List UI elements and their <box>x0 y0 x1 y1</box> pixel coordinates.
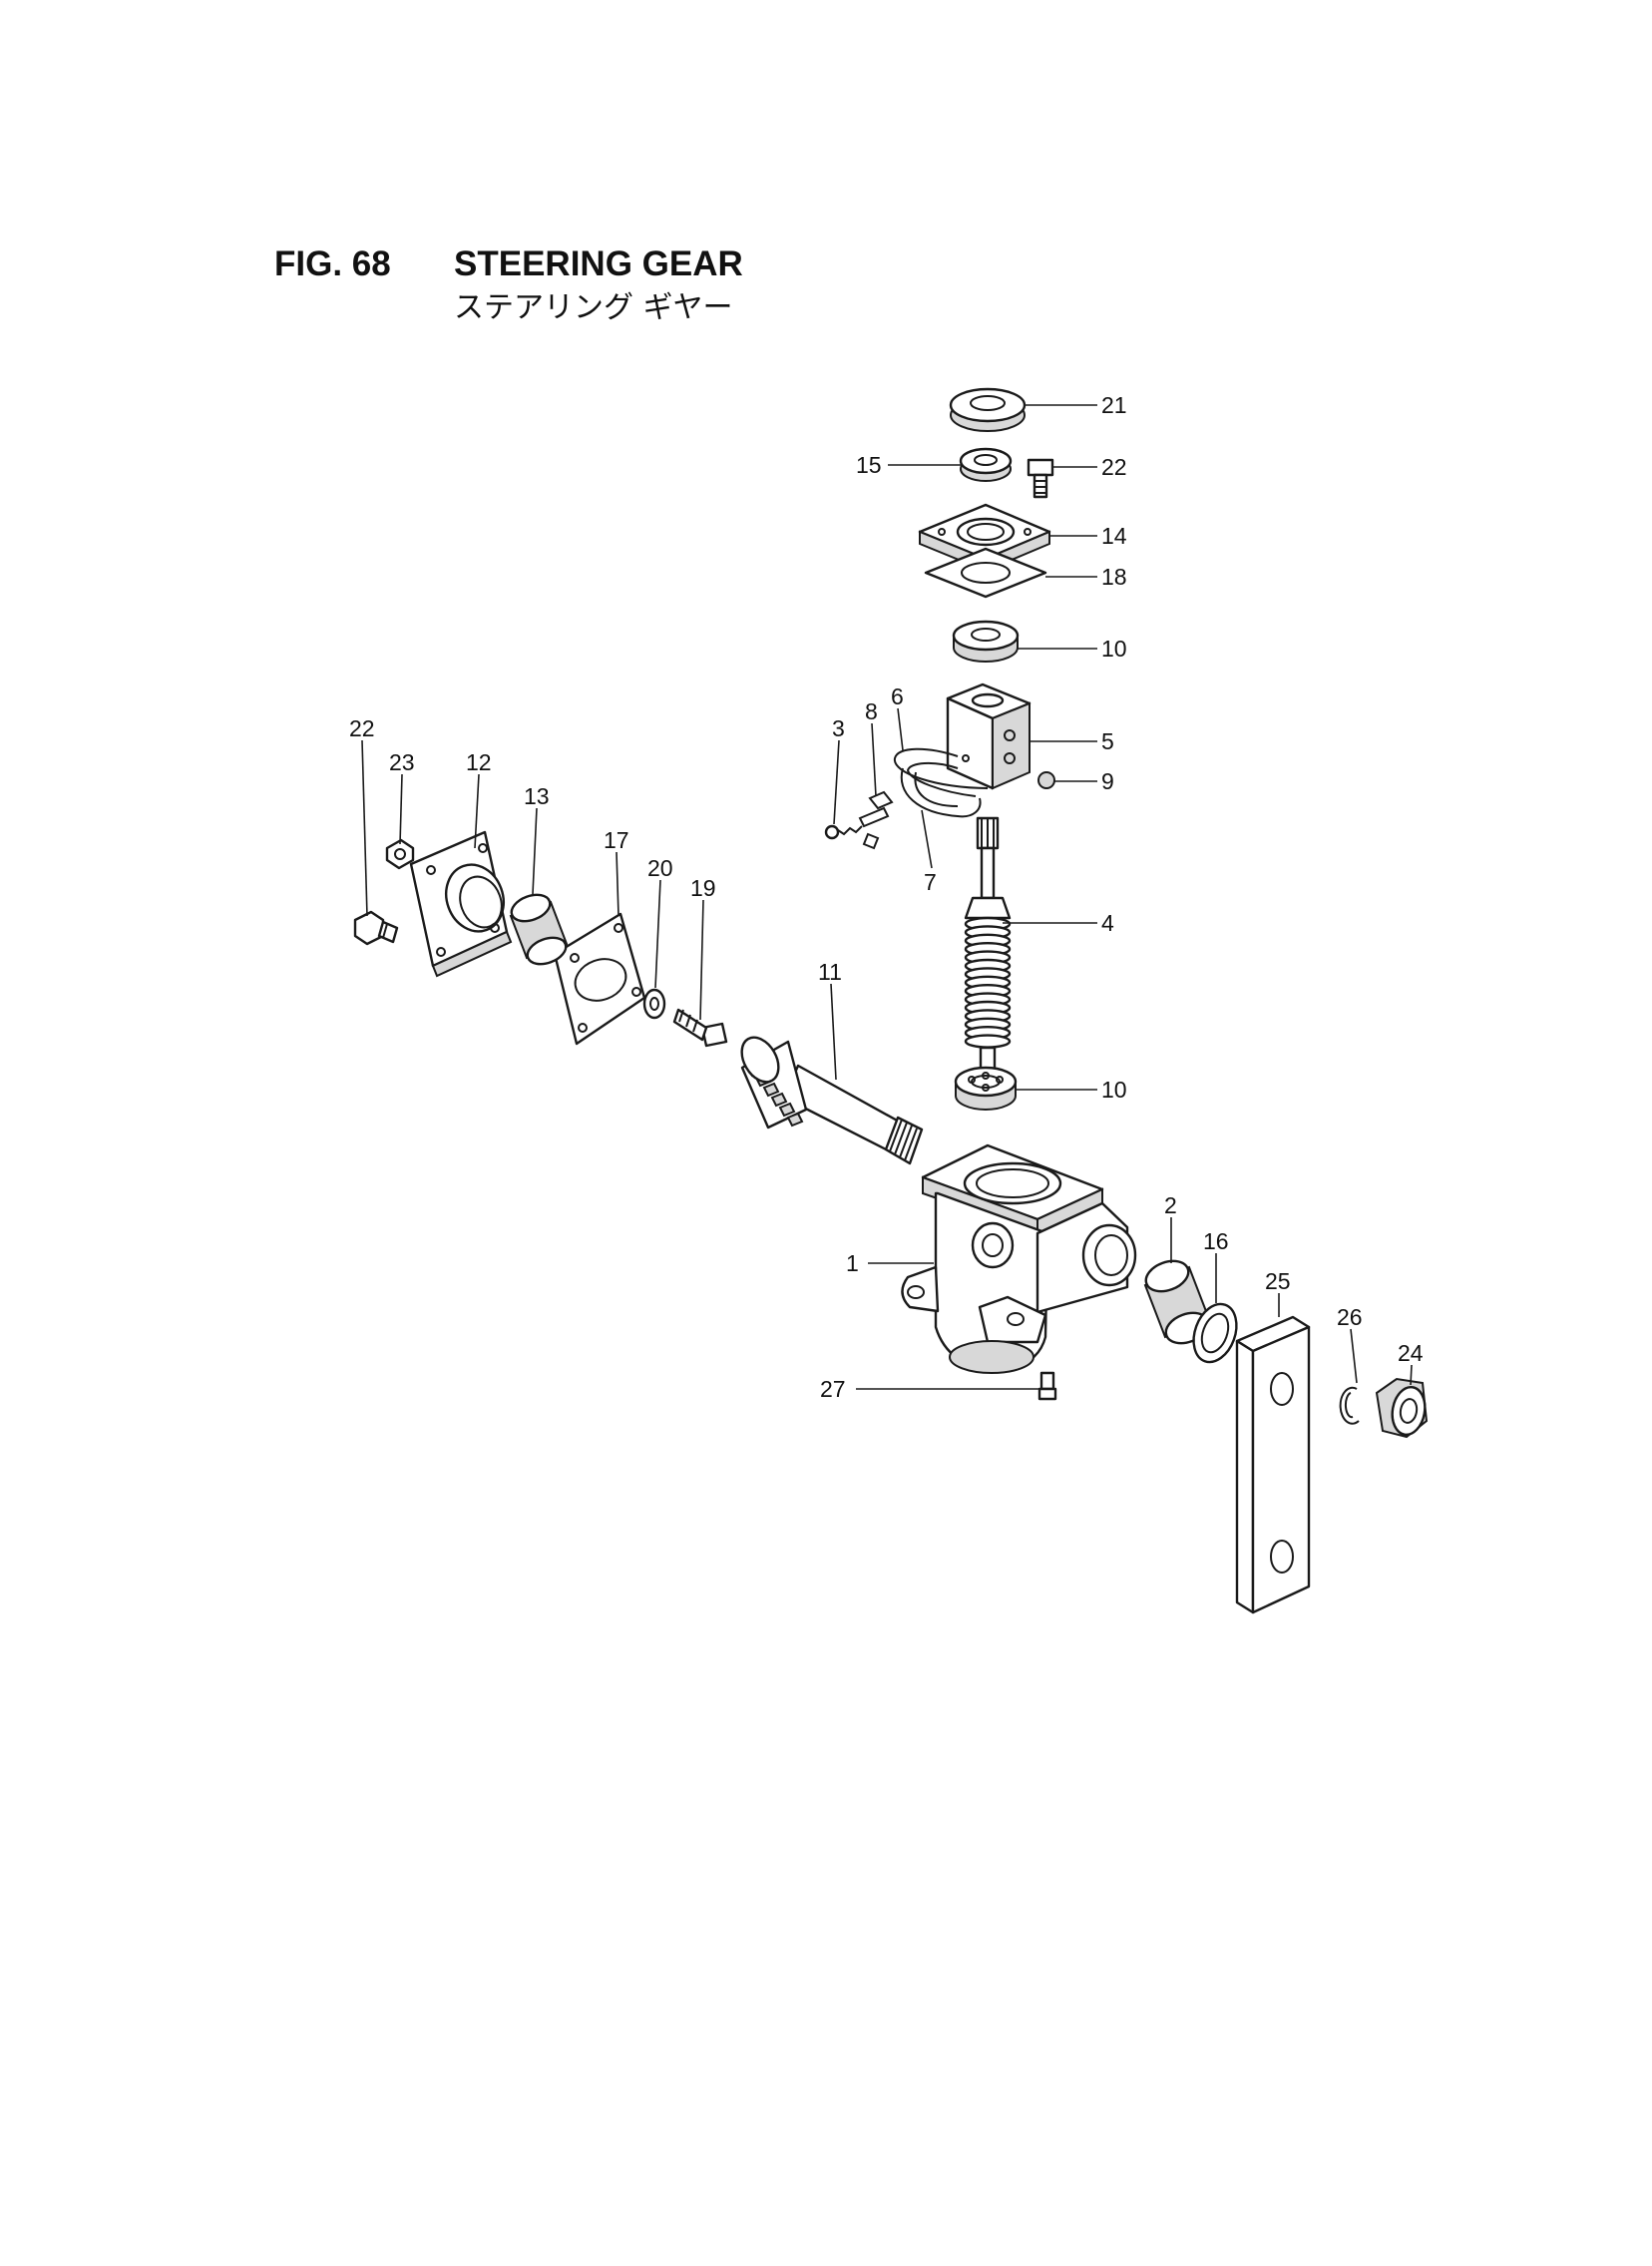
part-24-nut <box>1375 1377 1429 1439</box>
part-16-oil-seal <box>1192 1302 1238 1364</box>
part-9-steel-ball <box>1037 771 1055 789</box>
callout-2: 2 <box>1164 1192 1177 1218</box>
part-22-bolt-lower <box>353 910 399 946</box>
part-23-nut <box>385 838 415 870</box>
callout-5: 5 <box>1101 728 1114 754</box>
part-15-oil-seal <box>959 447 1013 482</box>
part-18-gasket <box>924 547 1047 599</box>
figure-title-japanese: ステアリング ギヤー <box>454 290 733 325</box>
figure-number: FIG. 68 <box>274 244 391 283</box>
callout-7: 7 <box>924 869 937 895</box>
leader-lines <box>361 404 1413 1390</box>
part-20-washer <box>642 988 666 1020</box>
part-17-gasket <box>553 912 646 1046</box>
callout-6: 6 <box>891 683 904 709</box>
callout-26: 26 <box>1337 1304 1363 1330</box>
figure-title: STEERING GEAR <box>454 244 743 283</box>
callout-22-upper: 22 <box>1101 454 1127 480</box>
part-10-bearing-upper <box>952 620 1020 663</box>
callout-13: 13 <box>524 783 550 809</box>
part-25-pitman-arm <box>1235 1315 1311 1614</box>
part-27-grease-nipple <box>1037 1371 1057 1401</box>
part-8-clamp <box>858 790 894 850</box>
part-11-sector-shaft <box>740 1036 924 1165</box>
part-21-dust-seal <box>949 387 1027 432</box>
callout-19: 19 <box>690 875 716 901</box>
callout-23: 23 <box>389 749 415 775</box>
callout-12: 12 <box>466 749 492 775</box>
callout-4: 4 <box>1101 910 1114 936</box>
part-13-bushing <box>509 893 569 966</box>
part-3-screw <box>824 824 863 840</box>
callout-10-upper: 10 <box>1101 636 1127 662</box>
part-22-bolt-upper <box>1027 458 1054 499</box>
callout-10-lower: 10 <box>1101 1077 1127 1103</box>
part-19-bolt <box>672 1008 728 1048</box>
callout-14: 14 <box>1101 523 1127 549</box>
callout-15: 15 <box>856 452 882 478</box>
callout-27: 27 <box>820 1376 846 1402</box>
part-1-housing <box>901 1143 1137 1374</box>
callout-8: 8 <box>865 698 878 724</box>
callout-20: 20 <box>647 855 673 881</box>
callout-1: 1 <box>846 1250 859 1276</box>
callout-3: 3 <box>832 715 845 741</box>
callout-24: 24 <box>1398 1340 1424 1366</box>
part-26-snap-ring <box>1339 1386 1360 1425</box>
callout-17: 17 <box>604 827 629 853</box>
part-6-tube <box>893 747 989 818</box>
callout-11: 11 <box>818 959 842 985</box>
callout-16: 16 <box>1203 1228 1229 1254</box>
part-4-worm-shaft <box>964 816 1012 1078</box>
part-10-bearing-lower <box>954 1066 1018 1111</box>
part-5-valve-block <box>946 682 1032 790</box>
part-12-side-cover <box>409 830 513 978</box>
callout-25: 25 <box>1265 1268 1291 1294</box>
callout-21: 21 <box>1101 392 1127 418</box>
callout-9: 9 <box>1101 768 1114 794</box>
callout-18: 18 <box>1101 564 1127 590</box>
callout-22-lower: 22 <box>349 715 375 741</box>
callout-labels: 21 15 22 14 18 10 5 9 6 8 3 7 4 10 22 23… <box>349 392 1424 1402</box>
